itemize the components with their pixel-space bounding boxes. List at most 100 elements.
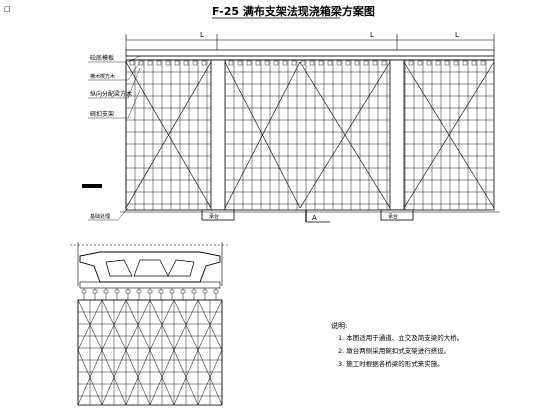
section-jack-row [81,288,219,300]
box-cell-right [167,259,195,277]
beam-soffit-band [125,49,495,57]
top-jack [183,60,189,66]
notes-heading: 说明: [331,321,347,330]
section-jack-head [92,289,98,294]
top-jack [309,60,315,66]
section-brace [101,349,127,406]
top-jack [201,60,207,66]
top-jack [282,60,288,66]
label-cross-timber: 横木楔方木 [90,73,115,80]
pier-right [389,59,405,211]
note-item-2: 2. 墩台两侧采用碗扣式支架进行搭设。 [338,346,450,355]
section-jack-head [169,289,175,294]
label-longitudinal-timber: 纵向分配梁方木 [90,90,132,98]
section-jack-head [81,289,87,294]
top-jack [300,60,306,66]
label-soffit-formwork: 砼底模板 [90,54,114,62]
top-jack [381,60,387,66]
top-jack [462,60,468,66]
top-jack [345,60,351,66]
section-jack-head [180,289,186,294]
top-jack [237,60,243,66]
section-brace [125,349,151,406]
section-brace [197,299,223,351]
top-jack [372,60,378,66]
section-formwork-band [79,281,221,289]
note-item-3: 3. 施工时根据各桥梁的形式来实施。 [338,359,444,368]
top-jack [264,60,270,66]
elevation-view: 承台 承台 A [120,49,500,223]
dimension-label-right: L [455,31,459,39]
top-jack [192,60,198,66]
section-jack-head [158,289,164,294]
pile-cap-right [380,209,414,221]
top-jack [417,60,423,66]
top-jack [129,60,135,66]
section-jack-head [114,289,120,294]
section-brace [173,349,199,406]
top-jack [138,60,144,66]
top-jack [480,60,486,66]
top-jack [363,60,369,66]
section-jack-head [136,289,142,294]
top-jack [228,60,234,66]
pile-cap-label-left: 承台 [209,213,219,220]
drawing-title: F-25 满布支架法现浇箱梁方案图 [212,4,375,18]
section-marker: A [305,210,330,223]
note-item-1: 1. 本图适用于通道、立交及简支梁的大桥。 [338,333,463,342]
dimension-label-middle: L [370,31,374,39]
top-jack [471,60,477,66]
brace-diagonal [224,61,301,209]
top-jack [291,60,297,66]
top-jack [453,60,459,66]
section-jack-head [191,289,197,294]
top-jack [435,60,441,66]
section-jack-head [147,289,153,294]
section-brace [77,299,103,351]
brace-diagonal [403,61,495,209]
section-brace [149,299,175,351]
section-jack-head [213,289,219,294]
top-jack [327,60,333,66]
falsework-grid [125,59,494,210]
brace-diagonal [299,61,391,209]
section-falsework-grid [77,299,223,405]
formwork-band [125,55,495,61]
brace-diagonal [125,61,212,209]
top-jack [255,60,261,66]
corner-mark: □ [4,5,11,13]
top-jack [273,60,279,66]
section-brace [77,349,103,406]
section-jack-head [125,289,131,294]
dimension-line: L L L [125,31,495,50]
section-brace [173,299,199,351]
top-jack [318,60,324,66]
top-jack [156,60,162,66]
diagonal-bracing [125,61,495,209]
section-jack-head [202,289,208,294]
falsework-outline [125,59,495,211]
top-jack [354,60,360,66]
top-jack [444,60,450,66]
label-bowl-buckle-scaffold: 碗扣支架 [90,110,114,118]
leader-labels: 砼底模板 横木楔方木 纵向分配梁方木 碗扣支架 基础处理 [82,54,141,221]
section-marker-label: A [312,214,317,222]
section-cut-mark [82,184,102,188]
section-brace [125,299,151,351]
top-jack [246,60,252,66]
top-jack-row [129,60,486,66]
section-jack-head [103,289,109,294]
section-bracing [77,299,223,406]
dimension-label-left: L [200,31,204,39]
section-brace [149,349,175,406]
label-foundation: 基础处理 [90,213,110,220]
pile-cap-left [201,209,235,221]
top-jack [336,60,342,66]
top-jack [408,60,414,66]
box-cell-left [105,259,133,277]
top-jack [147,60,153,66]
pile-cap-label-right: 承台 [388,213,398,220]
top-jack [174,60,180,66]
notes-block: 说明: 1. 本图适用于通道、立交及简支梁的大桥。 2. 墩台两侧采用碗扣式支架… [331,321,463,368]
